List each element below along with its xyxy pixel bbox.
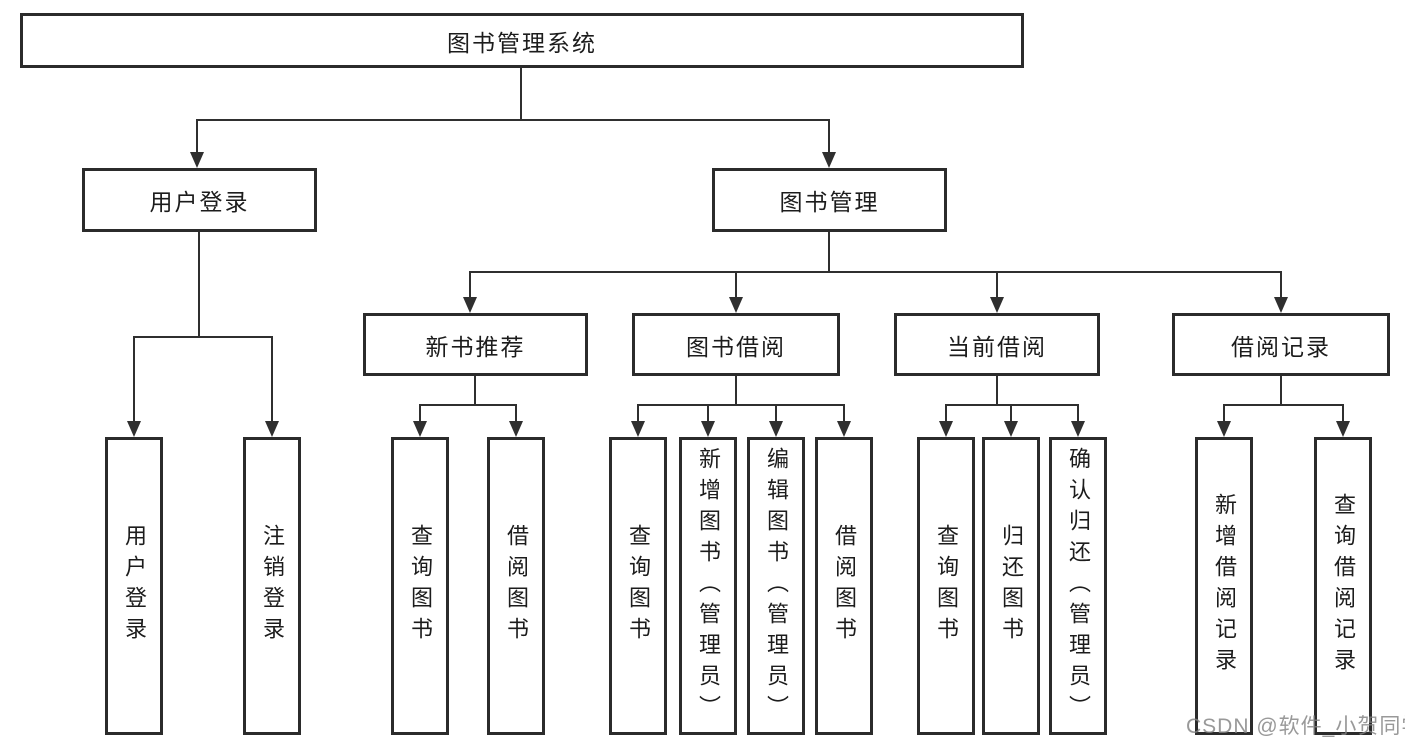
connector-hline — [1223, 404, 1344, 406]
leaf-borrow-books: 借阅图书 — [815, 437, 873, 735]
connector-vline — [474, 376, 476, 406]
arrow-down-icon — [769, 421, 783, 437]
node-book-management: 图书管理 — [712, 168, 947, 232]
leaf-query-borrow-record: 查询借阅记录 — [1314, 437, 1372, 735]
connector-vline — [520, 68, 522, 121]
connector-vline — [945, 404, 947, 421]
arrow-down-icon — [1336, 421, 1350, 437]
connector-hline — [945, 404, 1079, 406]
arrow-down-icon — [701, 421, 715, 437]
connector-vline — [198, 232, 200, 338]
connector-vline — [996, 376, 998, 406]
arrow-down-icon — [1004, 421, 1018, 437]
arrow-down-icon — [631, 421, 645, 437]
connector-hline — [133, 336, 273, 338]
connector-vline — [775, 404, 777, 421]
connector-vline — [271, 336, 273, 421]
connector-vline — [1077, 404, 1079, 421]
connector-vline — [828, 232, 830, 273]
connector-vline — [828, 119, 830, 152]
arrow-down-icon — [1071, 421, 1085, 437]
leaf-return-books: 归还图书 — [982, 437, 1040, 735]
leaf-confirm-return-admin: 确认归还（管理员） — [1049, 437, 1107, 735]
arrow-down-icon — [463, 297, 477, 313]
arrow-down-icon — [822, 152, 836, 168]
node-root: 图书管理系统 — [20, 13, 1024, 68]
connector-vline — [996, 271, 998, 297]
leaf-edit-books-admin: 编辑图书（管理员） — [747, 437, 805, 735]
arrow-down-icon — [127, 421, 141, 437]
leaf-query-books-borrow: 查询图书 — [609, 437, 667, 735]
connector-vline — [196, 119, 198, 152]
connector-hline — [419, 404, 517, 406]
connector-vline — [707, 404, 709, 421]
leaf-query-books-current: 查询图书 — [917, 437, 975, 735]
connector-vline — [1280, 271, 1282, 297]
connector-vline — [419, 404, 421, 421]
arrow-down-icon — [729, 297, 743, 313]
node-current-borrow: 当前借阅 — [894, 313, 1100, 376]
connector-vline — [515, 404, 517, 421]
connector-vline — [1342, 404, 1344, 421]
arrow-down-icon — [413, 421, 427, 437]
node-book-borrow: 图书借阅 — [632, 313, 840, 376]
connector-vline — [1280, 376, 1282, 406]
connector-hline — [196, 119, 830, 121]
arrow-down-icon — [837, 421, 851, 437]
connector-vline — [133, 336, 135, 421]
arrow-down-icon — [1217, 421, 1231, 437]
connector-hline — [637, 404, 845, 406]
connector-vline — [1010, 404, 1012, 421]
leaf-add-books-admin: 新增图书（管理员） — [679, 437, 737, 735]
connector-hline — [469, 271, 1282, 273]
arrow-down-icon — [1274, 297, 1288, 313]
connector-vline — [637, 404, 639, 421]
connector-vline — [1223, 404, 1225, 421]
leaf-query-books-recommend: 查询图书 — [391, 437, 449, 735]
node-borrow-records: 借阅记录 — [1172, 313, 1390, 376]
connector-vline — [469, 271, 471, 297]
connector-vline — [735, 376, 737, 406]
leaf-borrow-books-recommend: 借阅图书 — [487, 437, 545, 735]
leaf-logout: 注销登录 — [243, 437, 301, 735]
watermark: CSDN @软件_小贺同学 — [1186, 715, 1405, 738]
node-user-login: 用户登录 — [82, 168, 317, 232]
node-new-book-recommend: 新书推荐 — [363, 313, 588, 376]
arrow-down-icon — [509, 421, 523, 437]
arrow-down-icon — [265, 421, 279, 437]
arrow-down-icon — [190, 152, 204, 168]
arrow-down-icon — [990, 297, 1004, 313]
connector-vline — [735, 271, 737, 297]
connector-vline — [843, 404, 845, 421]
leaf-add-borrow-record: 新增借阅记录 — [1195, 437, 1253, 735]
leaf-user-login: 用户登录 — [105, 437, 163, 735]
arrow-down-icon — [939, 421, 953, 437]
